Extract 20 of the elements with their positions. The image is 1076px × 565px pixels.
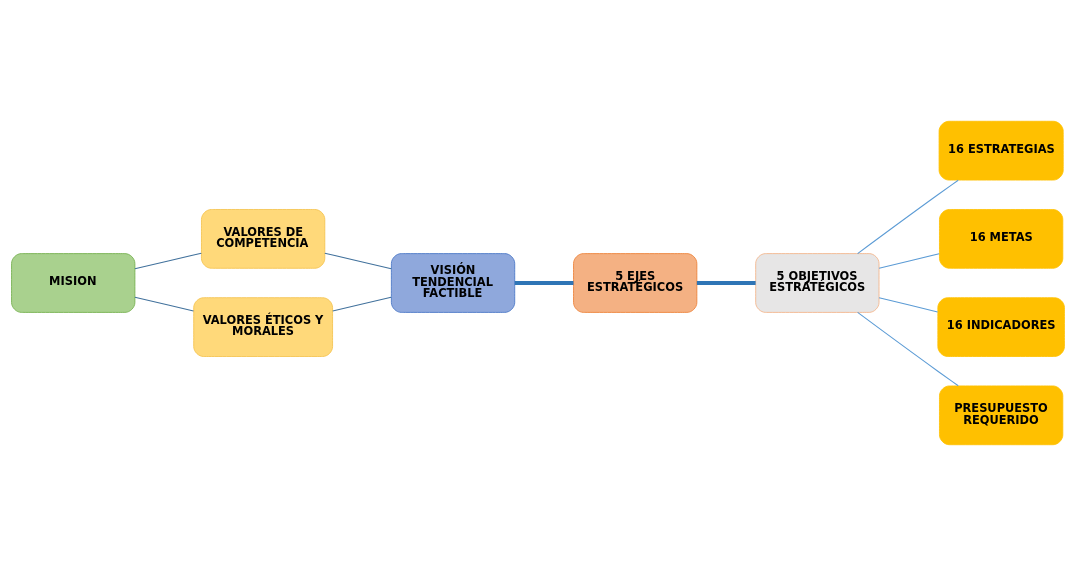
node-box: VISIÓN TENDENCIAL FACTIBLE	[390, 252, 516, 313]
node-box: MISION	[11, 252, 136, 313]
node-box: VALORES DE COMPETENCIA	[201, 208, 326, 269]
connector	[514, 280, 574, 285]
node-box: 5 OBJETIVOS ESTRATÉGICOS	[755, 252, 880, 313]
connector	[332, 296, 392, 312]
connector	[134, 252, 202, 269]
connector	[134, 296, 194, 311]
connector	[878, 296, 939, 312]
connector	[324, 252, 392, 269]
connector	[696, 280, 756, 285]
node-box: 16 INDICADORES	[937, 296, 1065, 357]
connector	[857, 179, 959, 254]
node-box: VALORES ÉTICOS Y MORALES	[193, 296, 333, 357]
connector	[878, 252, 940, 269]
node-box: 16 METAS	[939, 208, 1064, 269]
node-box: 16 ESTRATEGIAS	[938, 120, 1064, 180]
node-box: PRESUPUESTO REQUERIDO	[939, 385, 1064, 445]
node-box: 5 EJES ESTRATÉGICOS	[573, 252, 698, 313]
connector	[857, 311, 959, 386]
